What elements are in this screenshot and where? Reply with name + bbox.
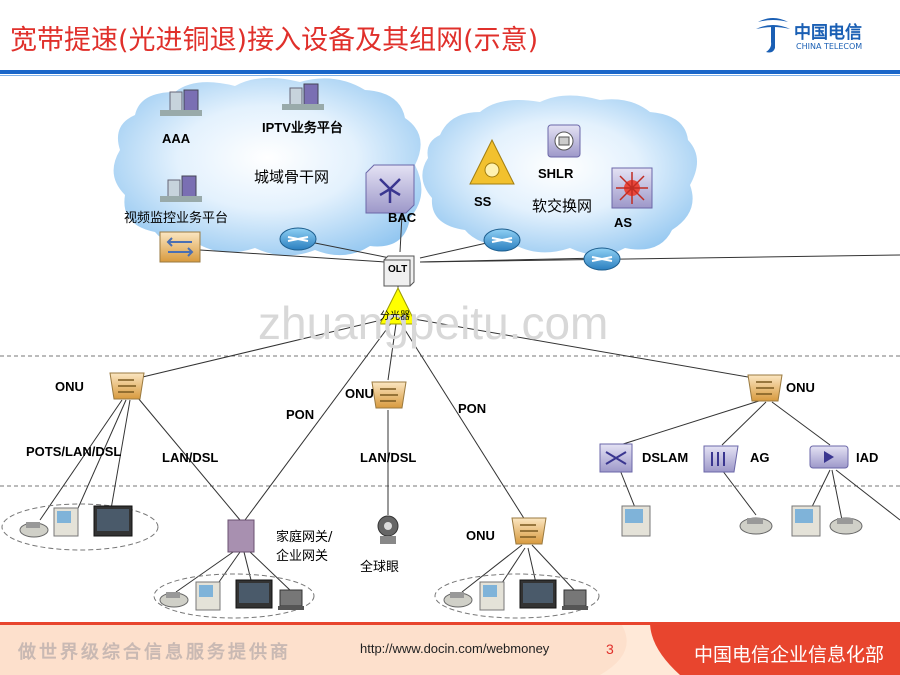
iad-icon: [809, 445, 849, 469]
page-number: 3: [606, 641, 614, 657]
router-icon-metro: [279, 227, 317, 251]
label-pon-left: PON: [286, 407, 315, 422]
video-server-icon: [160, 175, 202, 202]
label-softswitch-network: 软交换网: [532, 197, 593, 215]
label-as: AS: [614, 215, 633, 230]
label-dslam: DSLAM: [642, 450, 689, 465]
china-telecom-logo: 中国电信 CHINA TELECOM: [752, 12, 892, 60]
user-group-1: [1, 503, 159, 551]
terminals-group-2: [159, 579, 304, 611]
router-icon-edge: [583, 247, 621, 271]
label-lan-dsl-left: LAN/DSL: [162, 450, 219, 465]
label-ss: SS: [474, 194, 492, 209]
label-onu-left: ONU: [55, 379, 84, 394]
label-onu-right: ONU: [786, 380, 815, 395]
as-server-icon: [611, 167, 653, 209]
terminals-iad: [791, 505, 863, 537]
splitter-links: [129, 317, 766, 521]
watermark: zhuangpeitu.com: [258, 297, 609, 349]
label-iad: IAD: [856, 450, 879, 465]
label-iptv: IPTV业务平台: [262, 120, 343, 135]
page-title: 宽带提速(光进铜退)接入设备及其组网(示意): [10, 25, 539, 56]
label-aaa: AAA: [162, 131, 191, 146]
label-lan-dsl-mid: LAN/DSL: [360, 450, 417, 465]
onu-icon-left: [109, 372, 145, 400]
iptv-server-icon: [282, 83, 324, 110]
label-ag: AG: [750, 450, 770, 465]
label-splitter: 分光器: [380, 311, 410, 322]
ss-softswitch-icon: [469, 138, 515, 185]
camera-icon: [377, 515, 399, 544]
aaa-server-icon: [160, 89, 202, 116]
shlr-icon: [547, 124, 581, 158]
terminals-group-1: [19, 505, 133, 538]
bac-router-icon: [365, 164, 415, 214]
label-home-gateway: 家庭网关/: [276, 530, 333, 545]
footer-organization: 中国电信企业信息化部: [694, 644, 885, 666]
header-divider: [0, 70, 900, 74]
onu-icon-right: [747, 374, 783, 402]
metro-cloud: [113, 77, 422, 256]
header-divider-thin: [0, 75, 900, 76]
label-camera: 全球眼: [360, 560, 400, 575]
label-shlr: SHLR: [538, 166, 574, 181]
footer-band: [0, 622, 900, 675]
router-icon-softswitch: [483, 228, 521, 252]
onu-icon-mid: [371, 381, 407, 409]
telecom-logo-icon: [756, 18, 790, 53]
terminals-ag: [739, 517, 773, 535]
footer-slogan: 做世界级综合信息服务提供商: [18, 642, 291, 663]
label-pon-right: PON: [458, 401, 487, 416]
label-pots-lan-dsl: POTS/LAN/DSL: [26, 444, 122, 459]
label-onu-bottom: ONU: [466, 528, 495, 543]
switch-icon: [159, 231, 201, 263]
softswitch-cloud: [422, 95, 698, 255]
terminals-group-3: [443, 579, 588, 611]
user-group-2: [153, 573, 315, 619]
user-group-3: [434, 573, 600, 619]
splitter-icon: [379, 286, 417, 325]
footer-url[interactable]: http://www.docin.com/webmoney: [360, 641, 550, 656]
home-gateway-icon: [227, 519, 255, 553]
logo-text-en: CHINA TELECOM: [796, 42, 863, 51]
terminals-dslam: [621, 505, 651, 537]
logo-text-cn: 中国电信: [794, 23, 862, 43]
label-onu-mid: ONU: [345, 386, 374, 401]
ag-icon: [703, 445, 739, 473]
label-enterprise-gateway: 企业网关: [276, 549, 329, 564]
label-video-platform: 视频监控业务平台: [124, 211, 229, 226]
olt-icon: [383, 255, 415, 287]
dslam-icon: [599, 443, 633, 473]
label-metro-network: 城域骨干网: [254, 168, 330, 186]
label-bac: BAC: [388, 210, 417, 225]
onu-icon-bottom: [511, 517, 547, 545]
label-olt: OLT: [388, 264, 408, 275]
access-links: [39, 397, 900, 593]
